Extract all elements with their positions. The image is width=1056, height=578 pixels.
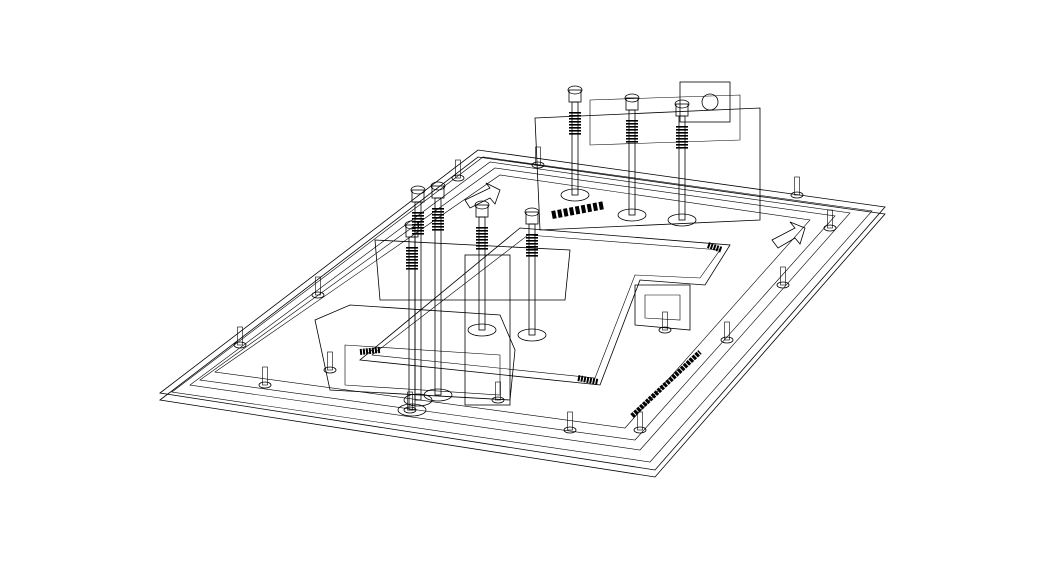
screw-icon	[617, 93, 647, 222]
pin-icon	[776, 266, 790, 289]
pin-icon	[311, 276, 325, 299]
screw-icon	[517, 207, 547, 342]
screws	[397, 85, 697, 417]
rear-fixture-block	[534, 81, 761, 231]
pin-icon	[323, 351, 337, 374]
pin-icon	[491, 381, 505, 404]
pin-icon	[720, 321, 734, 344]
springs	[359, 242, 724, 385]
pin-icon	[658, 311, 672, 334]
base-plate	[159, 149, 886, 478]
arrow-markings	[464, 182, 806, 249]
edge-pins	[233, 146, 837, 434]
pin-icon	[233, 326, 247, 349]
screw-icon	[667, 99, 697, 227]
pin-icon	[451, 159, 465, 182]
pin-icon	[823, 209, 837, 232]
screw-icon	[560, 85, 590, 202]
pin-icon	[790, 176, 804, 199]
screw-icon	[403, 185, 433, 407]
pin-icon	[403, 391, 417, 414]
pin-icon	[633, 411, 647, 434]
front-fixture-block	[314, 239, 571, 406]
pin-icon	[563, 411, 577, 434]
pin-icon	[531, 146, 545, 169]
screw-icon	[397, 220, 427, 417]
screw-icon	[467, 200, 497, 337]
screw-icon	[423, 181, 453, 402]
pin-icon	[258, 366, 272, 389]
engraved-lettering	[551, 201, 702, 418]
clamp-bracket	[634, 284, 691, 331]
